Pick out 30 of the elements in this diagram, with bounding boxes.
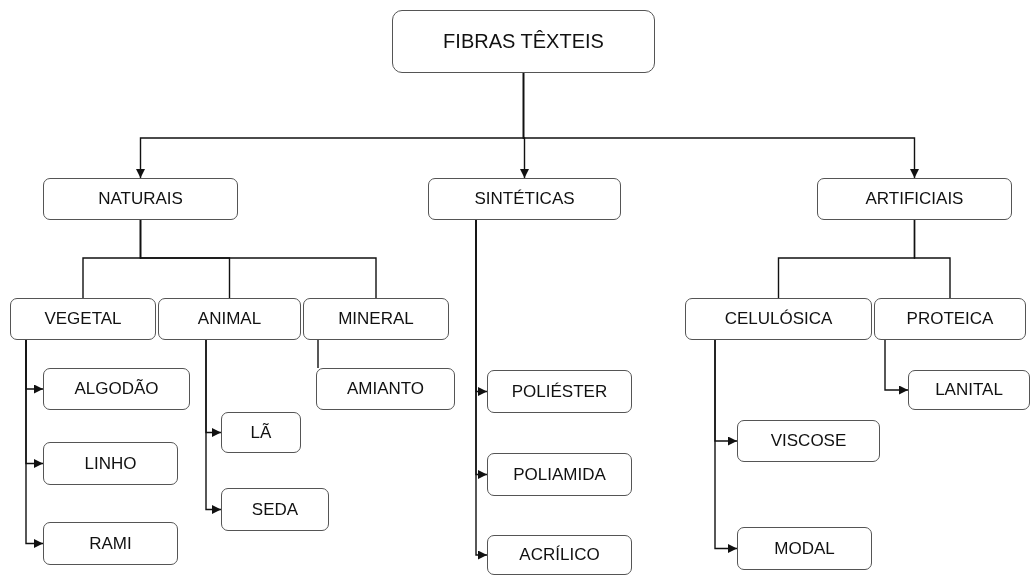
category-box: PROTEICA	[874, 298, 1026, 340]
category-box: LANITAL	[908, 370, 1030, 410]
category-box: RAMI	[43, 522, 178, 565]
category-box: SEDA	[221, 488, 329, 531]
category-box: POLIÉSTER	[487, 370, 632, 413]
category-box: MINERAL	[303, 298, 449, 340]
category-box: MODAL	[737, 527, 872, 570]
category-box: ALGODÃO	[43, 368, 190, 410]
category-box: FIBRAS TÊXTEIS	[392, 10, 655, 73]
category-box: LINHO	[43, 442, 178, 485]
connector-line	[139, 219, 377, 299]
arrow	[522, 72, 919, 179]
arrow	[475, 219, 488, 560]
connector-line	[317, 339, 319, 369]
category-box: AMIANTO	[316, 368, 455, 410]
category-box: SINTÉTICAS	[428, 178, 621, 220]
category-box: VEGETAL	[10, 298, 156, 340]
category-box: ARTIFICIAIS	[817, 178, 1012, 220]
arrow	[884, 339, 909, 395]
arrow	[714, 339, 738, 553]
category-box: ACRÍLICO	[487, 535, 632, 575]
connector-line	[913, 219, 951, 299]
category-box: POLIAMIDA	[487, 453, 632, 496]
category-box: ANIMAL	[158, 298, 301, 340]
arrow	[25, 339, 44, 548]
arrow	[205, 339, 222, 514]
category-box: VISCOSE	[737, 420, 880, 462]
category-box: NATURAIS	[43, 178, 238, 220]
category-box: LÃ	[221, 412, 301, 453]
category-box: CELULÓSICA	[685, 298, 872, 340]
